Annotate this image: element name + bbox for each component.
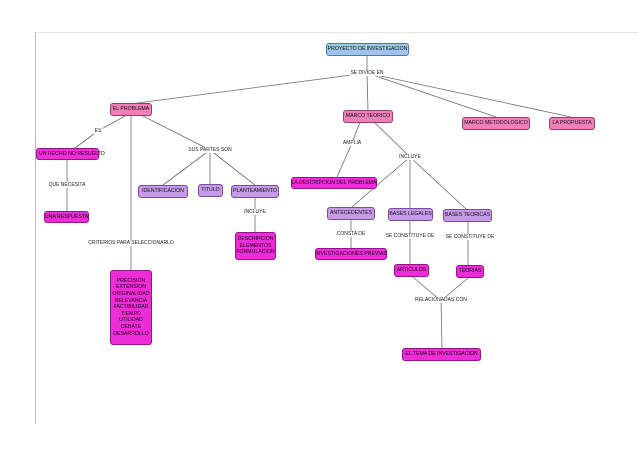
node-una-respuesta[interactable]: UNA RESPUESTA: [44, 211, 89, 223]
line-divide-marco-teorico: [366, 72, 369, 112]
link-label-sus-partes-son: SUS PARTES SON: [187, 147, 233, 153]
page-frame-top: [35, 32, 638, 33]
line-partes-identificacion: [162, 149, 211, 186]
node-articulos[interactable]: ARTICULOS: [394, 264, 429, 277]
node-la-descripcion-del-problema[interactable]: LA DESCRIPCION DEL PROBLEMA: [291, 177, 377, 189]
node-investigaciones-previas[interactable]: INVESTIGACIONES PREVIAS: [315, 248, 387, 260]
list-item: RELEVANCIA: [114, 297, 148, 304]
node-el-problema[interactable]: EL PROBLEMA: [110, 103, 152, 116]
list-item: FACTIBILIDAD: [113, 304, 149, 311]
list-item: PRECISION: [116, 277, 146, 284]
line-marco-incluye: [373, 121, 411, 158]
link-label-se-constituye-de-legales: SE CONSTITUYE DE: [384, 233, 436, 239]
list-item: DESARROLLO: [113, 330, 149, 337]
page-frame-left: [35, 32, 36, 424]
list-item: DESCRIPCION: [237, 236, 274, 243]
list-item: TIEMPO: [121, 310, 141, 317]
node-un-hecho-no-resuelto[interactable]: UN HECHO NO RESUELTO: [36, 148, 105, 160]
node-proyecto-de-investigacion[interactable]: PROYECTO DE INVESTIGACION: [326, 43, 409, 56]
node-criterios-lista[interactable]: PRECISION EXTENSION ORIGINALIDAD RELEVAN…: [110, 270, 152, 345]
node-teorias[interactable]: TEORIAS: [456, 265, 484, 278]
node-titulo[interactable]: TITULO: [198, 184, 223, 197]
list-item: UTILIDAD: [119, 317, 143, 324]
line-teorias-relacionadas: [441, 277, 469, 301]
node-planteamiento[interactable]: PLANTEAMIENTO: [231, 185, 279, 198]
list-item: DEBATE: [120, 323, 142, 330]
list-item: FORMULACION: [236, 249, 275, 256]
link-label-relacionadas-con: RELACIONADAS CON: [414, 297, 468, 303]
line-divide-problema: [129, 72, 368, 105]
node-marco-teorico[interactable]: MARCO TEORICO: [343, 110, 393, 123]
node-identificacion[interactable]: IDENTIFICACION: [138, 185, 188, 198]
line-marco-amplia: [351, 121, 361, 144]
line-amplia-descripcion: [336, 142, 353, 178]
link-label-incluye-planteamiento: INCLUYE: [243, 209, 267, 215]
list-item: ORIGINALIDAD: [112, 291, 150, 298]
link-label-criterios: CRITERIOS PARA SELECCIONARLO: [87, 240, 175, 246]
node-planteamiento-incluye-lista[interactable]: DESCRIPCION ELEMENTOS FORMULACION: [235, 232, 276, 260]
line-partes-planteamiento: [209, 149, 256, 186]
link-label-se-constituye-de-teoricas: SE CONSTITUYE DE: [444, 234, 496, 240]
node-marco-metodologico[interactable]: MARCO METODOLOGICO: [462, 117, 530, 130]
line-incluye-teoricas: [409, 156, 467, 210]
link-label-se-divide-en: SE DIVIDE EN: [349, 70, 385, 76]
node-bases-legales[interactable]: BASES LEGALES: [388, 208, 433, 221]
list-item: ELEMENTOS: [239, 242, 272, 249]
link-label-es: ES: [93, 128, 103, 134]
line-divide-propuesta: [366, 72, 572, 118]
link-label-que-necesita: QUE NECESITA: [47, 182, 87, 188]
line-problema-es: [97, 115, 126, 132]
node-antecedentes[interactable]: ANTECEDENTES: [327, 207, 375, 220]
line-relacionadas-tema: [440, 299, 443, 349]
node-bases-teoricas[interactable]: BASES TEORICAS: [443, 209, 492, 222]
node-el-tema-de-investigacion[interactable]: EL TEMA DE INVESTIGACION: [402, 348, 481, 361]
line-divide-marco-metodologico: [366, 72, 497, 118]
line-articulos-relacionadas: [412, 276, 441, 301]
link-label-incluye-marco: INCLUYE: [398, 154, 422, 160]
line-incluye-antecedentes: [351, 156, 411, 208]
link-label-amplia: AMPLIA: [341, 140, 363, 146]
link-label-consta-de: CONSTA DE: [335, 231, 367, 237]
list-item: EXTENSION: [116, 284, 146, 291]
line-problema-partes: [142, 115, 211, 151]
node-la-propuesta[interactable]: LA PROPUESTA: [549, 117, 595, 130]
